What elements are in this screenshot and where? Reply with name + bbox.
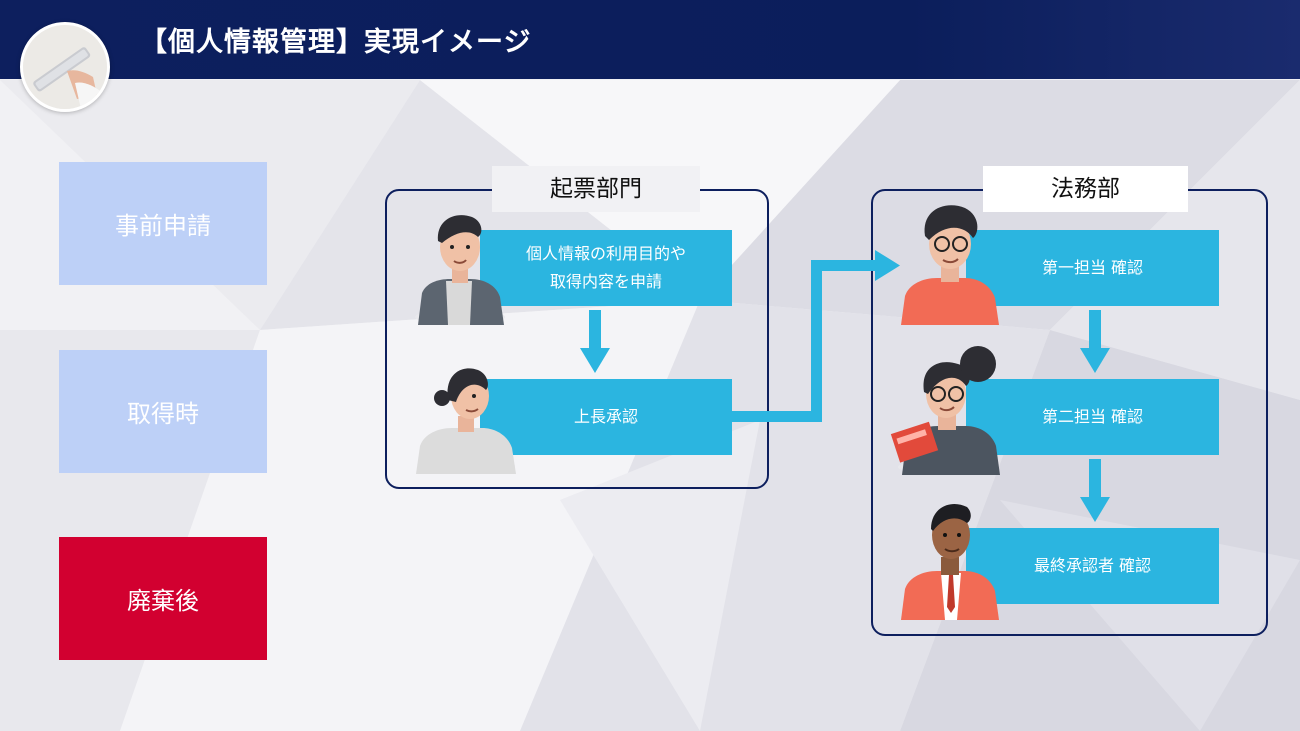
requester-department-label: 起票部門 bbox=[492, 166, 700, 212]
first-reviewer-avatar-icon bbox=[901, 205, 999, 325]
logo-image bbox=[20, 22, 110, 112]
phase-disposal: 廃棄後 bbox=[59, 537, 267, 660]
phase-label: 取得時 bbox=[127, 400, 199, 428]
step-text-line2: 取得内容を申請 bbox=[549, 272, 662, 291]
final-approver-avatar-icon bbox=[901, 503, 999, 620]
page-title: 【個人情報管理】実現イメージ bbox=[140, 27, 532, 58]
step-text: 第一担当 確認 bbox=[1041, 258, 1144, 277]
step-submit-application: 個人情報の利用目的や 取得内容を申請 bbox=[480, 230, 732, 306]
phase-pre-application: 事前申請 bbox=[59, 162, 267, 285]
step-text: 最終承認者 確認 bbox=[1033, 556, 1152, 575]
step-first-reviewer: 第一担当 確認 bbox=[966, 230, 1219, 306]
phase-label: 廃棄後 bbox=[127, 587, 199, 615]
step-text-line1: 個人情報の利用目的や bbox=[525, 244, 686, 263]
applicant-avatar-icon bbox=[415, 215, 505, 325]
step-text: 上長承認 bbox=[573, 407, 638, 426]
step-final-approver: 最終承認者 確認 bbox=[966, 528, 1219, 604]
manager-avatar-icon bbox=[416, 368, 516, 474]
step-second-reviewer: 第二担当 確認 bbox=[966, 379, 1219, 455]
phase-label: 事前申請 bbox=[115, 212, 211, 240]
phase-acquisition: 取得時 bbox=[59, 350, 267, 473]
second-reviewer-avatar-icon bbox=[890, 346, 1000, 475]
step-text: 第二担当 確認 bbox=[1041, 407, 1144, 426]
legal-department-label: 法務部 bbox=[983, 166, 1188, 212]
header-bar: 【個人情報管理】実現イメージ bbox=[0, 0, 1300, 79]
step-manager-approval: 上長承認 bbox=[480, 379, 732, 455]
